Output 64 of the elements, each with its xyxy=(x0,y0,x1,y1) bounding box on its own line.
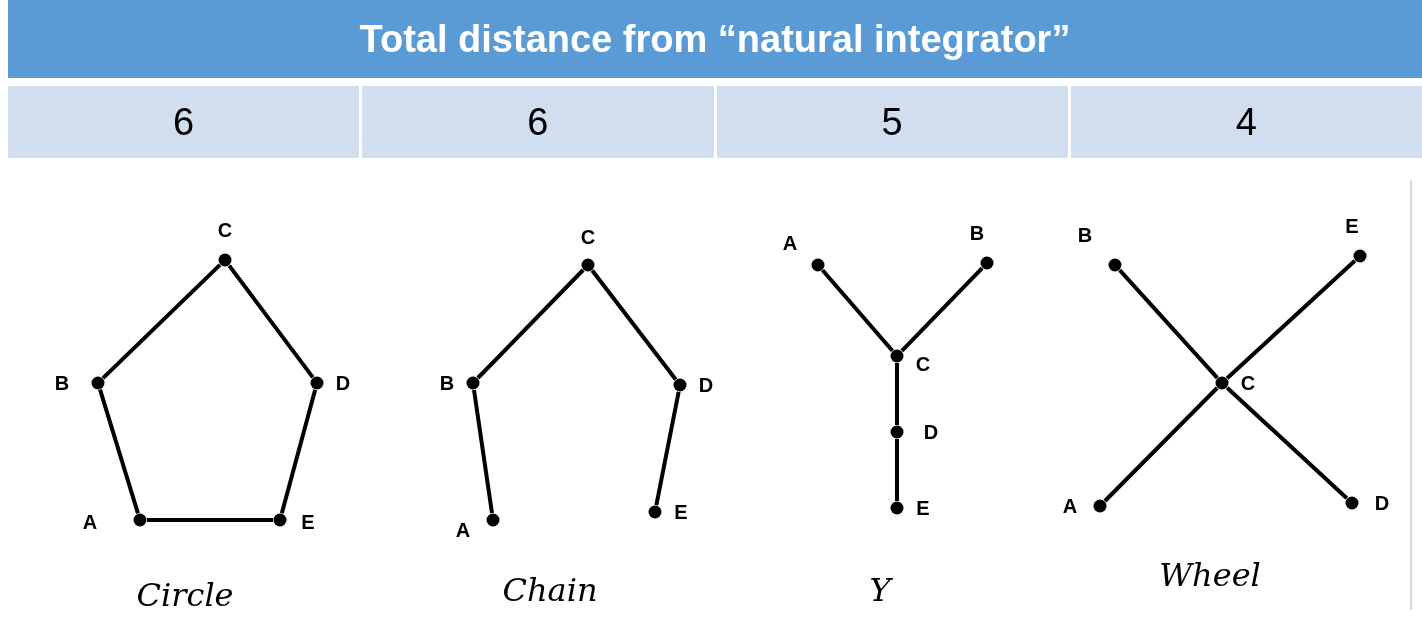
table-cell: 4 xyxy=(1070,86,1422,158)
node-dot xyxy=(466,376,480,390)
connector-line xyxy=(476,268,585,380)
node-dot xyxy=(1353,249,1367,263)
connector-line xyxy=(1103,386,1219,503)
node-dot xyxy=(890,425,904,439)
node-letter: A xyxy=(455,520,471,540)
node-dot xyxy=(486,513,500,527)
connector-line xyxy=(147,518,273,522)
connector-line xyxy=(654,391,681,506)
node-letter: C xyxy=(915,354,931,374)
node-dot xyxy=(218,253,232,267)
node-letter: D xyxy=(923,422,939,442)
node-dot xyxy=(1093,499,1107,513)
connector-line xyxy=(98,389,140,514)
node-letter: B xyxy=(969,223,985,243)
connector-line xyxy=(1118,268,1219,380)
node-letter: D xyxy=(698,375,714,395)
connector-line xyxy=(472,389,494,514)
node-letter: B xyxy=(439,373,455,393)
node-letter: B xyxy=(54,373,70,393)
node-dot xyxy=(673,378,687,392)
node-dot xyxy=(980,256,994,270)
node-letter: A xyxy=(82,512,98,532)
connector-line xyxy=(900,266,984,353)
node-dot xyxy=(310,376,324,390)
node-letter: C xyxy=(217,220,233,240)
node-letter: A xyxy=(1062,496,1078,516)
network-caption: Wheel xyxy=(1159,559,1261,591)
table-cell: 6 xyxy=(362,86,714,158)
table-header: Total distance from “natural integrator” xyxy=(8,0,1422,78)
connector-line xyxy=(1225,386,1349,500)
node-letter: C xyxy=(1240,373,1256,393)
node-letter: E xyxy=(301,512,315,532)
connector-line xyxy=(227,264,315,379)
node-letter: E xyxy=(674,502,688,522)
connector-line xyxy=(101,263,222,380)
network-caption: Circle xyxy=(136,579,234,611)
connector-line xyxy=(1225,259,1357,380)
node-letter: D xyxy=(1374,493,1390,513)
node-letter: D xyxy=(335,373,351,393)
node-dot xyxy=(581,258,595,272)
node-letter: B xyxy=(1077,225,1093,245)
node-letter: E xyxy=(916,498,930,518)
node-dot xyxy=(1108,258,1122,272)
table-cell: 5 xyxy=(716,86,1068,158)
network-caption: Chain xyxy=(502,574,598,606)
node-dot xyxy=(890,501,904,515)
node-dot xyxy=(91,376,105,390)
node-dot xyxy=(273,513,287,527)
node-letter: A xyxy=(782,233,798,253)
node-dot xyxy=(648,505,662,519)
node-letter: C xyxy=(580,227,596,247)
network-caption: Y xyxy=(869,574,891,606)
node-dot xyxy=(811,258,825,272)
node-dot xyxy=(133,513,147,527)
node-dot xyxy=(1345,496,1359,510)
connector-line xyxy=(895,363,899,425)
connector-line xyxy=(279,389,318,514)
node-letter: E xyxy=(1345,216,1359,236)
connector-line xyxy=(895,439,899,501)
connector-line xyxy=(821,268,894,353)
table-cell: 6 xyxy=(8,86,360,158)
connector-line xyxy=(590,269,678,381)
